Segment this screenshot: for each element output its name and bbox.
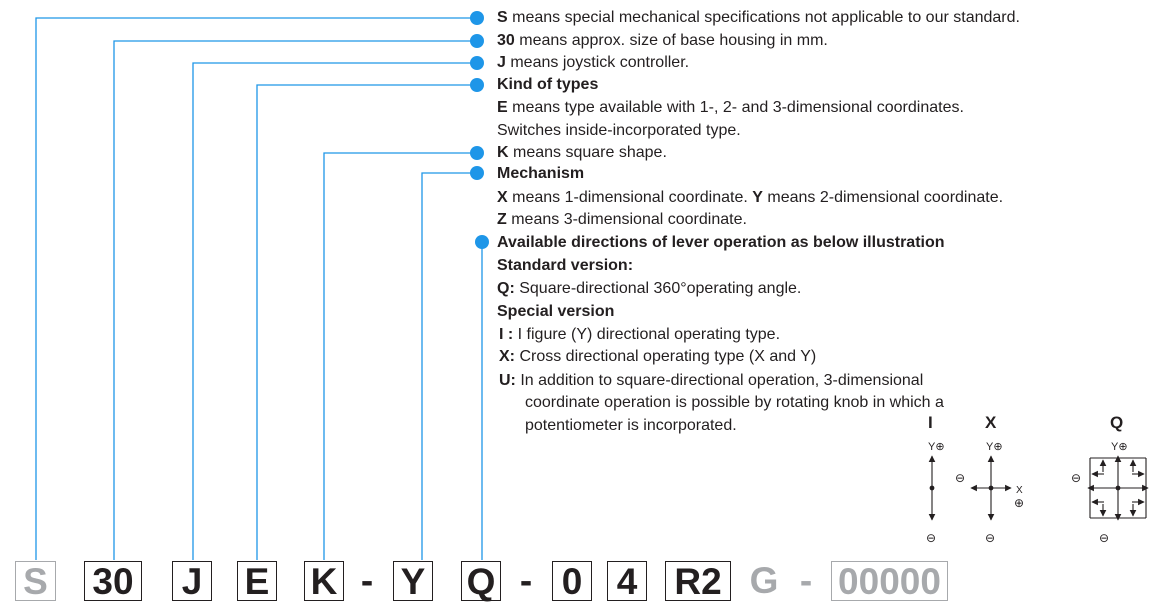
note-j: J means joystick controller. [497,53,689,72]
types-line-2: Switches inside-incorporated type. [497,122,741,139]
note-key: J [497,54,506,71]
page-title: enclature [0,0,82,6]
bullet-icon [470,56,484,70]
note-text: In addition to square-directional operat… [515,372,924,389]
leader-line-s [35,17,476,560]
note-text: Square-directional 360°operating angle. [514,280,802,297]
note-key: E [497,99,508,116]
note-text: means 1-dimensional coordinate. [507,189,753,206]
standard-version-title: Standard version: [497,257,634,274]
illustration-x: Y⊕ ⊖ X ⊕ ⊖ [955,441,1024,545]
y-plus-label: Y⊕ [1111,441,1128,453]
mechanism-title: Mechanism [497,165,585,182]
illustration-i: Y⊕ ⊖ [926,441,945,545]
code-separator: - [360,560,374,601]
note-text: I figure (Y) directional operating type. [513,326,781,343]
note-key: X [497,189,508,206]
x-minus-label: ⊖ [955,471,965,485]
bullet-icon [470,146,484,160]
y-plus-label: Y⊕ [928,441,945,453]
y-minus-label: ⊖ [926,531,936,545]
note-text: Cross directional operating type (X and … [515,348,817,365]
bullet-icon [470,34,484,48]
x-plus-label: ⊕ [1014,496,1024,510]
leader-line-mechanism [421,172,476,560]
y-minus-label: ⊖ [1099,531,1109,545]
note-key: X: [499,348,515,365]
code-segment-mechanism: Y [393,561,433,602]
y-plus-label: Y⊕ [986,441,1003,453]
directions-title: Available directions of lever operation … [497,234,945,251]
y-minus-label: ⊖ [985,531,995,545]
note-s: S means special mechanical specification… [497,8,1020,27]
code-segment-shape: K [304,561,344,602]
code-segment-size: 30 [84,561,142,602]
note-text: means 3-dimensional coordinate. [506,211,747,228]
types-title: Kind of types [497,76,599,93]
bullet-icon [475,235,489,249]
code-segment-00000: 00000 [831,561,948,602]
code-segment-4: 4 [607,561,647,602]
leader-line-j [192,62,476,560]
note-key: Z [497,211,507,228]
illustration-label-i: I [928,413,933,432]
code-segment-0: 0 [552,561,592,602]
directions-u-line-3: potentiometer is incorporated. [525,417,737,434]
note-key: I : [499,326,514,343]
code-segment-r2: R2 [665,561,731,602]
illustration-label-x: X [985,413,997,432]
note-size: 30 means approx. size of base housing in… [497,31,828,50]
directions-q: Q: Square-directional 360°operating angl… [497,279,801,298]
note-text: means type available with 1-, 2- and 3-d… [507,99,964,116]
note-key: Y [752,189,763,206]
note-key: Q: [497,280,515,297]
leader-line-size [113,40,476,560]
bullet-icon [470,166,484,180]
x-minus-label: ⊖ [1071,471,1081,485]
illustration-q: Y⊕ ⊖ ⊖ [1071,441,1149,545]
note-text: means joystick controller. [505,54,690,71]
note-key: 30 [497,32,515,49]
bullet-icon [470,78,484,92]
note-key: U: [499,372,516,389]
directions-u: U: In addition to square-directional ope… [499,371,923,390]
note-k: K means square shape. [497,143,667,162]
code-segment-g: G [749,560,779,601]
types-line-1: E means type available with 1-, 2- and 3… [497,98,964,117]
directions-x: X: Cross directional operating type (X a… [499,347,816,366]
leader-line-types [256,84,476,560]
directions-i: I : I figure (Y) directional operating t… [499,325,780,344]
code-segment-j: J [172,561,212,602]
note-text: means approx. size of base housing in mm… [514,32,828,49]
code-segment-directions: Q [461,561,501,602]
note-text: means square shape. [508,144,667,161]
code-segment-s: S [15,561,56,602]
code-separator: - [799,560,813,601]
note-key: K [497,144,509,161]
x-axis-label: X [1016,485,1023,496]
note-text: means 2-dimensional coordinate. [762,189,1004,206]
code-segment-type: E [237,561,277,602]
mechanism-line-2: Z means 3-dimensional coordinate. [497,210,747,229]
directions-u-line-2: coordinate operation is possible by rota… [525,394,944,411]
note-key: S [497,9,508,26]
bullet-icon [470,11,484,25]
leader-line-k [323,152,476,560]
code-separator: - [519,560,533,601]
special-version-title: Special version [497,303,615,320]
illustration-label-q: Q [1110,413,1124,432]
mechanism-line-1: X means 1-dimensional coordinate. Y mean… [497,188,1003,207]
note-text: means special mechanical specifications … [507,9,1020,26]
